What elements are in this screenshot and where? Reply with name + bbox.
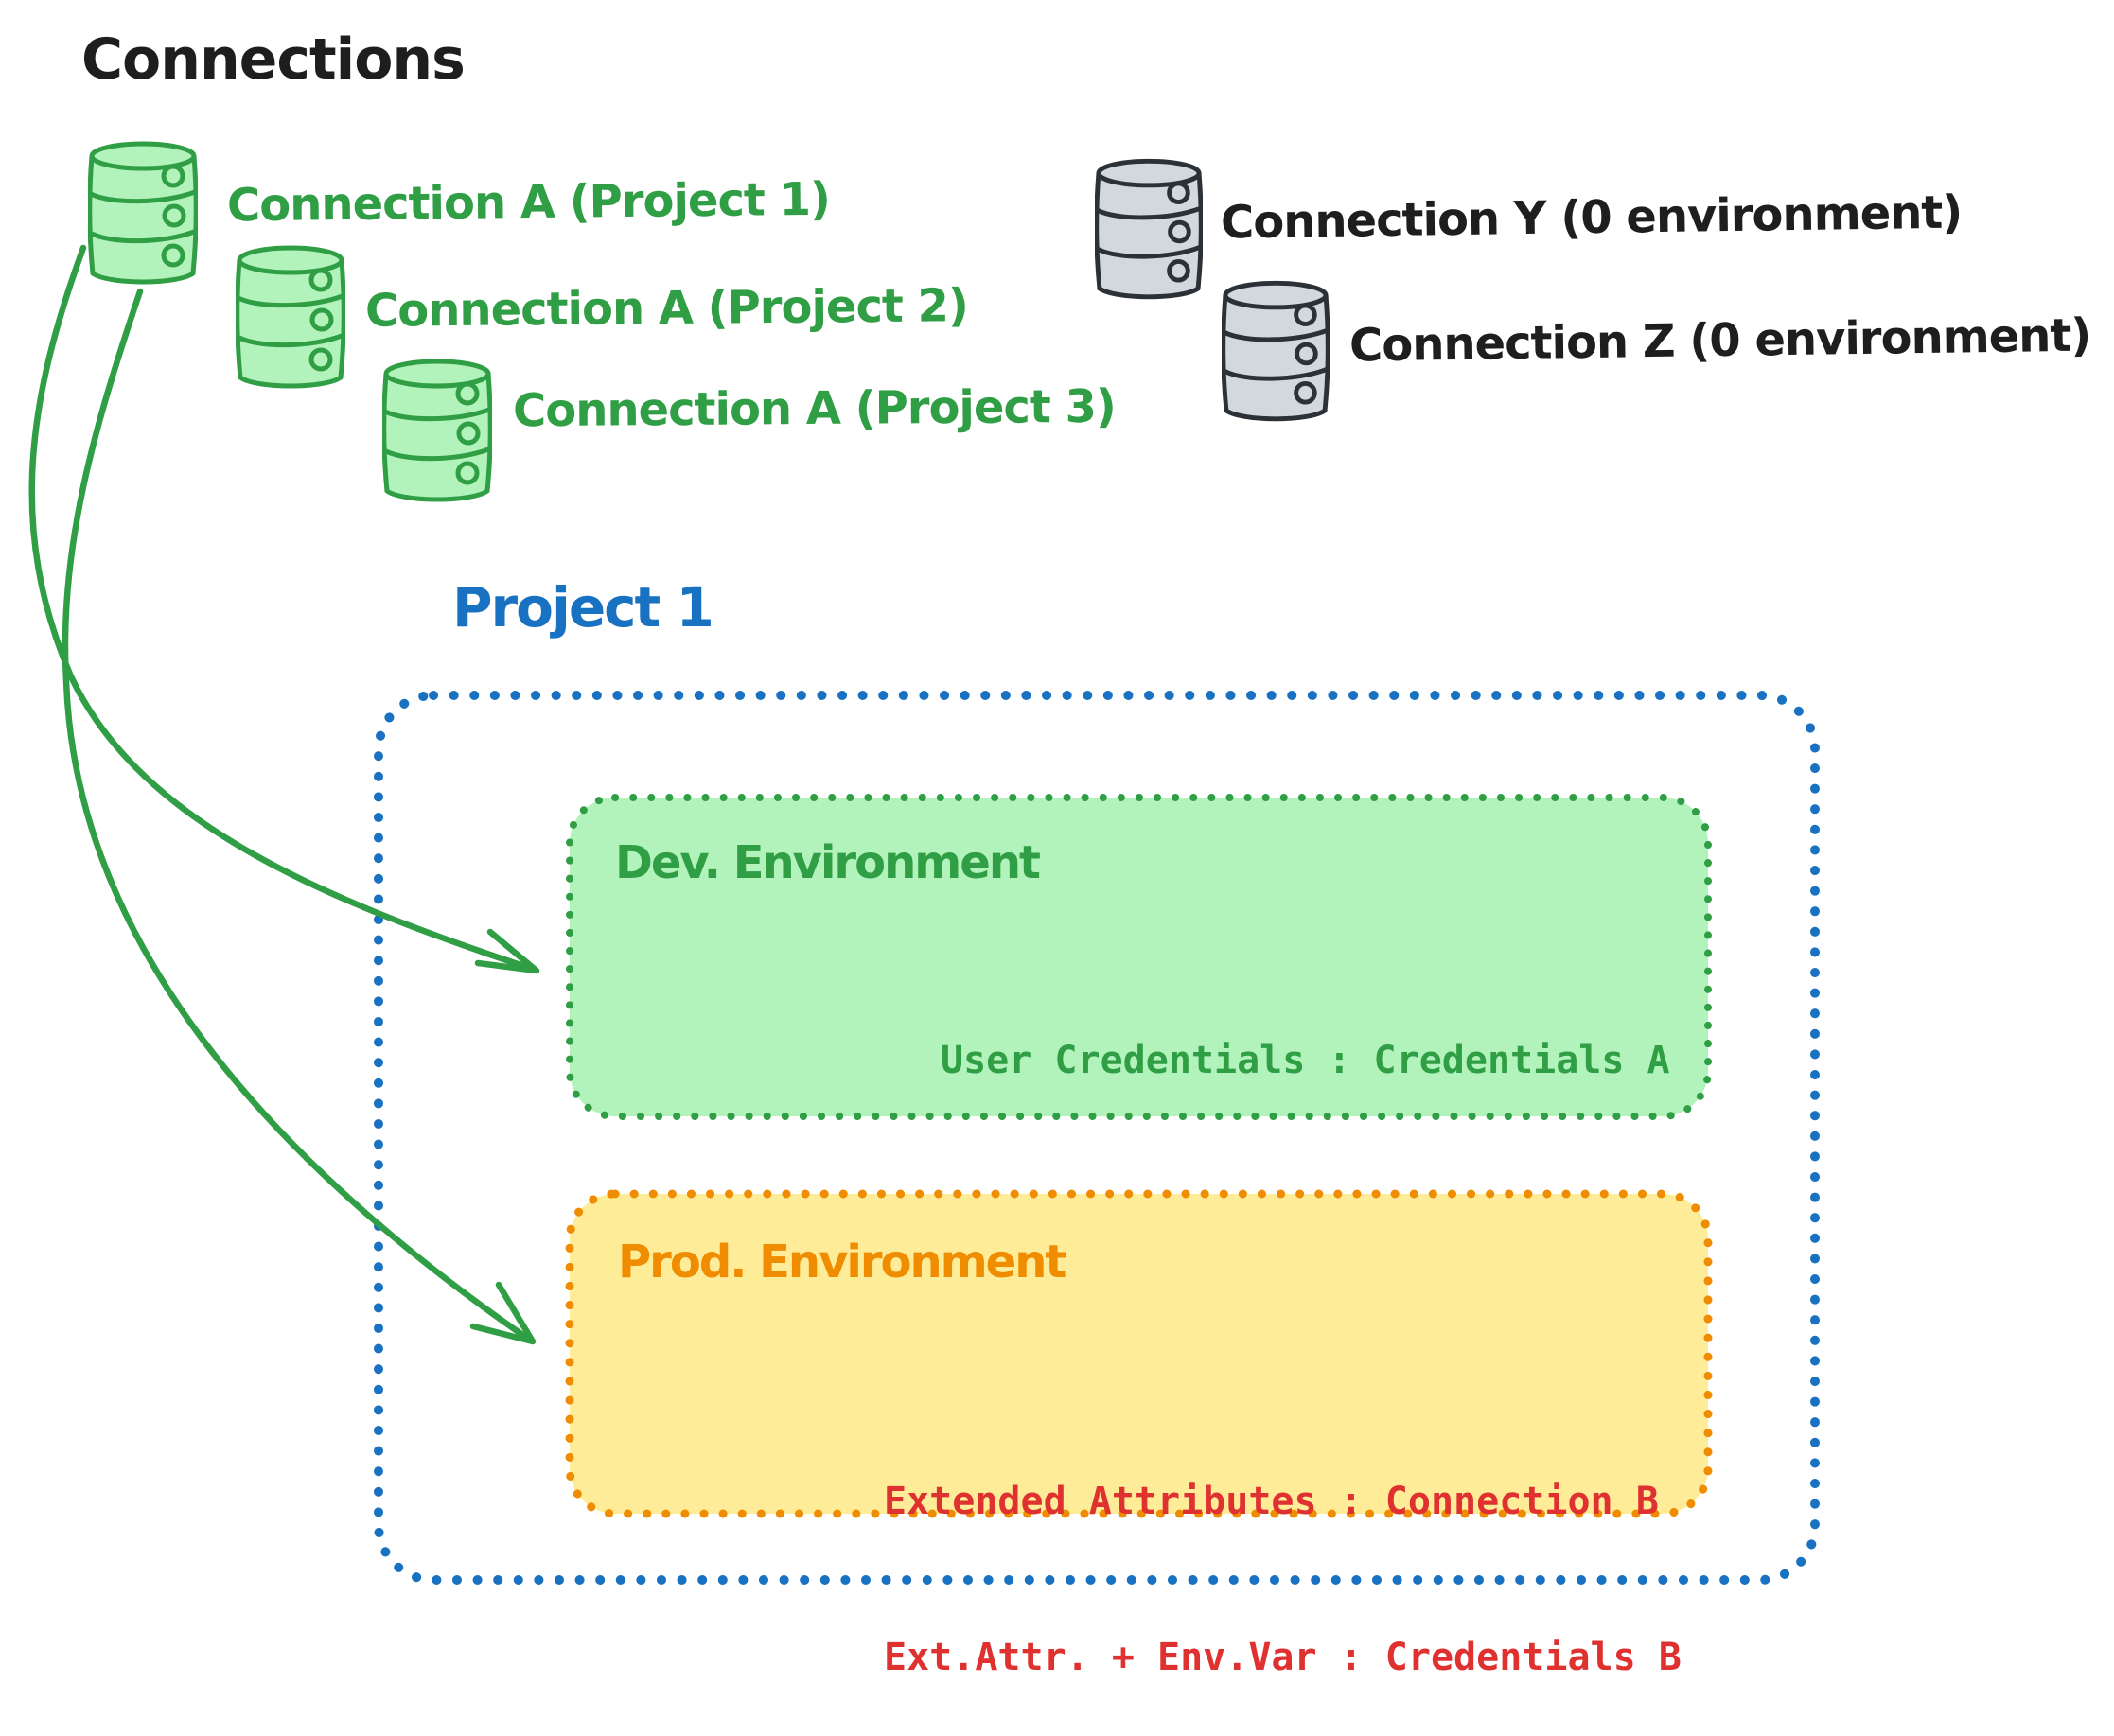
dev-environment-credentials-mapping: User Credentials : Credentials A bbox=[941, 1039, 1670, 1082]
connection-z-label: Connection Z (0 environment) bbox=[1348, 308, 2091, 373]
prod-environment-title: Prod. Environment bbox=[618, 1236, 1066, 1289]
prod-environment-box bbox=[565, 1189, 1713, 1518]
database-icon-connection-z bbox=[1224, 282, 1328, 419]
project-1-container-box bbox=[374, 691, 1820, 1585]
connection-a-project-3-label: Connection A (Project 3) bbox=[512, 379, 1117, 438]
database-icon-connection-a-project-2 bbox=[238, 247, 344, 387]
database-icon-connection-a-project-3 bbox=[384, 360, 490, 500]
prod-mapping-line-1: Extended Attributes : Connection B bbox=[884, 1480, 1659, 1523]
connection-y-label: Connection Y (0 environment) bbox=[1220, 185, 1963, 250]
prod-mapping-line-2: Ext.Attr. + Env.Var : Credentials B bbox=[884, 1636, 1682, 1679]
page-title: Connections bbox=[81, 26, 466, 93]
connection-a-project-2-label: Connection A (Project 2) bbox=[364, 279, 969, 338]
prod-environment-credentials-mappings: Extended Attributes : Connection B Ext.A… bbox=[884, 1372, 1682, 1736]
database-icon-connection-a-project-1 bbox=[90, 143, 196, 283]
arrow-connection-a-to-dev-environment bbox=[28, 244, 540, 974]
diagram-shapes bbox=[28, 0, 1820, 1585]
project-1-title: Project 1 bbox=[452, 575, 714, 640]
database-icon-connection-y bbox=[1097, 160, 1201, 297]
connection-a-project-1-label: Connection A (Project 1) bbox=[226, 172, 831, 233]
whiteboard-canvas: { "canvas": { "title": "Connections" }, … bbox=[28, 0, 2091, 1679]
dev-environment-box bbox=[566, 794, 1712, 1120]
dev-environment-title: Dev. Environment bbox=[615, 836, 1041, 889]
arrow-connection-a-to-prod-environment bbox=[62, 288, 537, 1345]
